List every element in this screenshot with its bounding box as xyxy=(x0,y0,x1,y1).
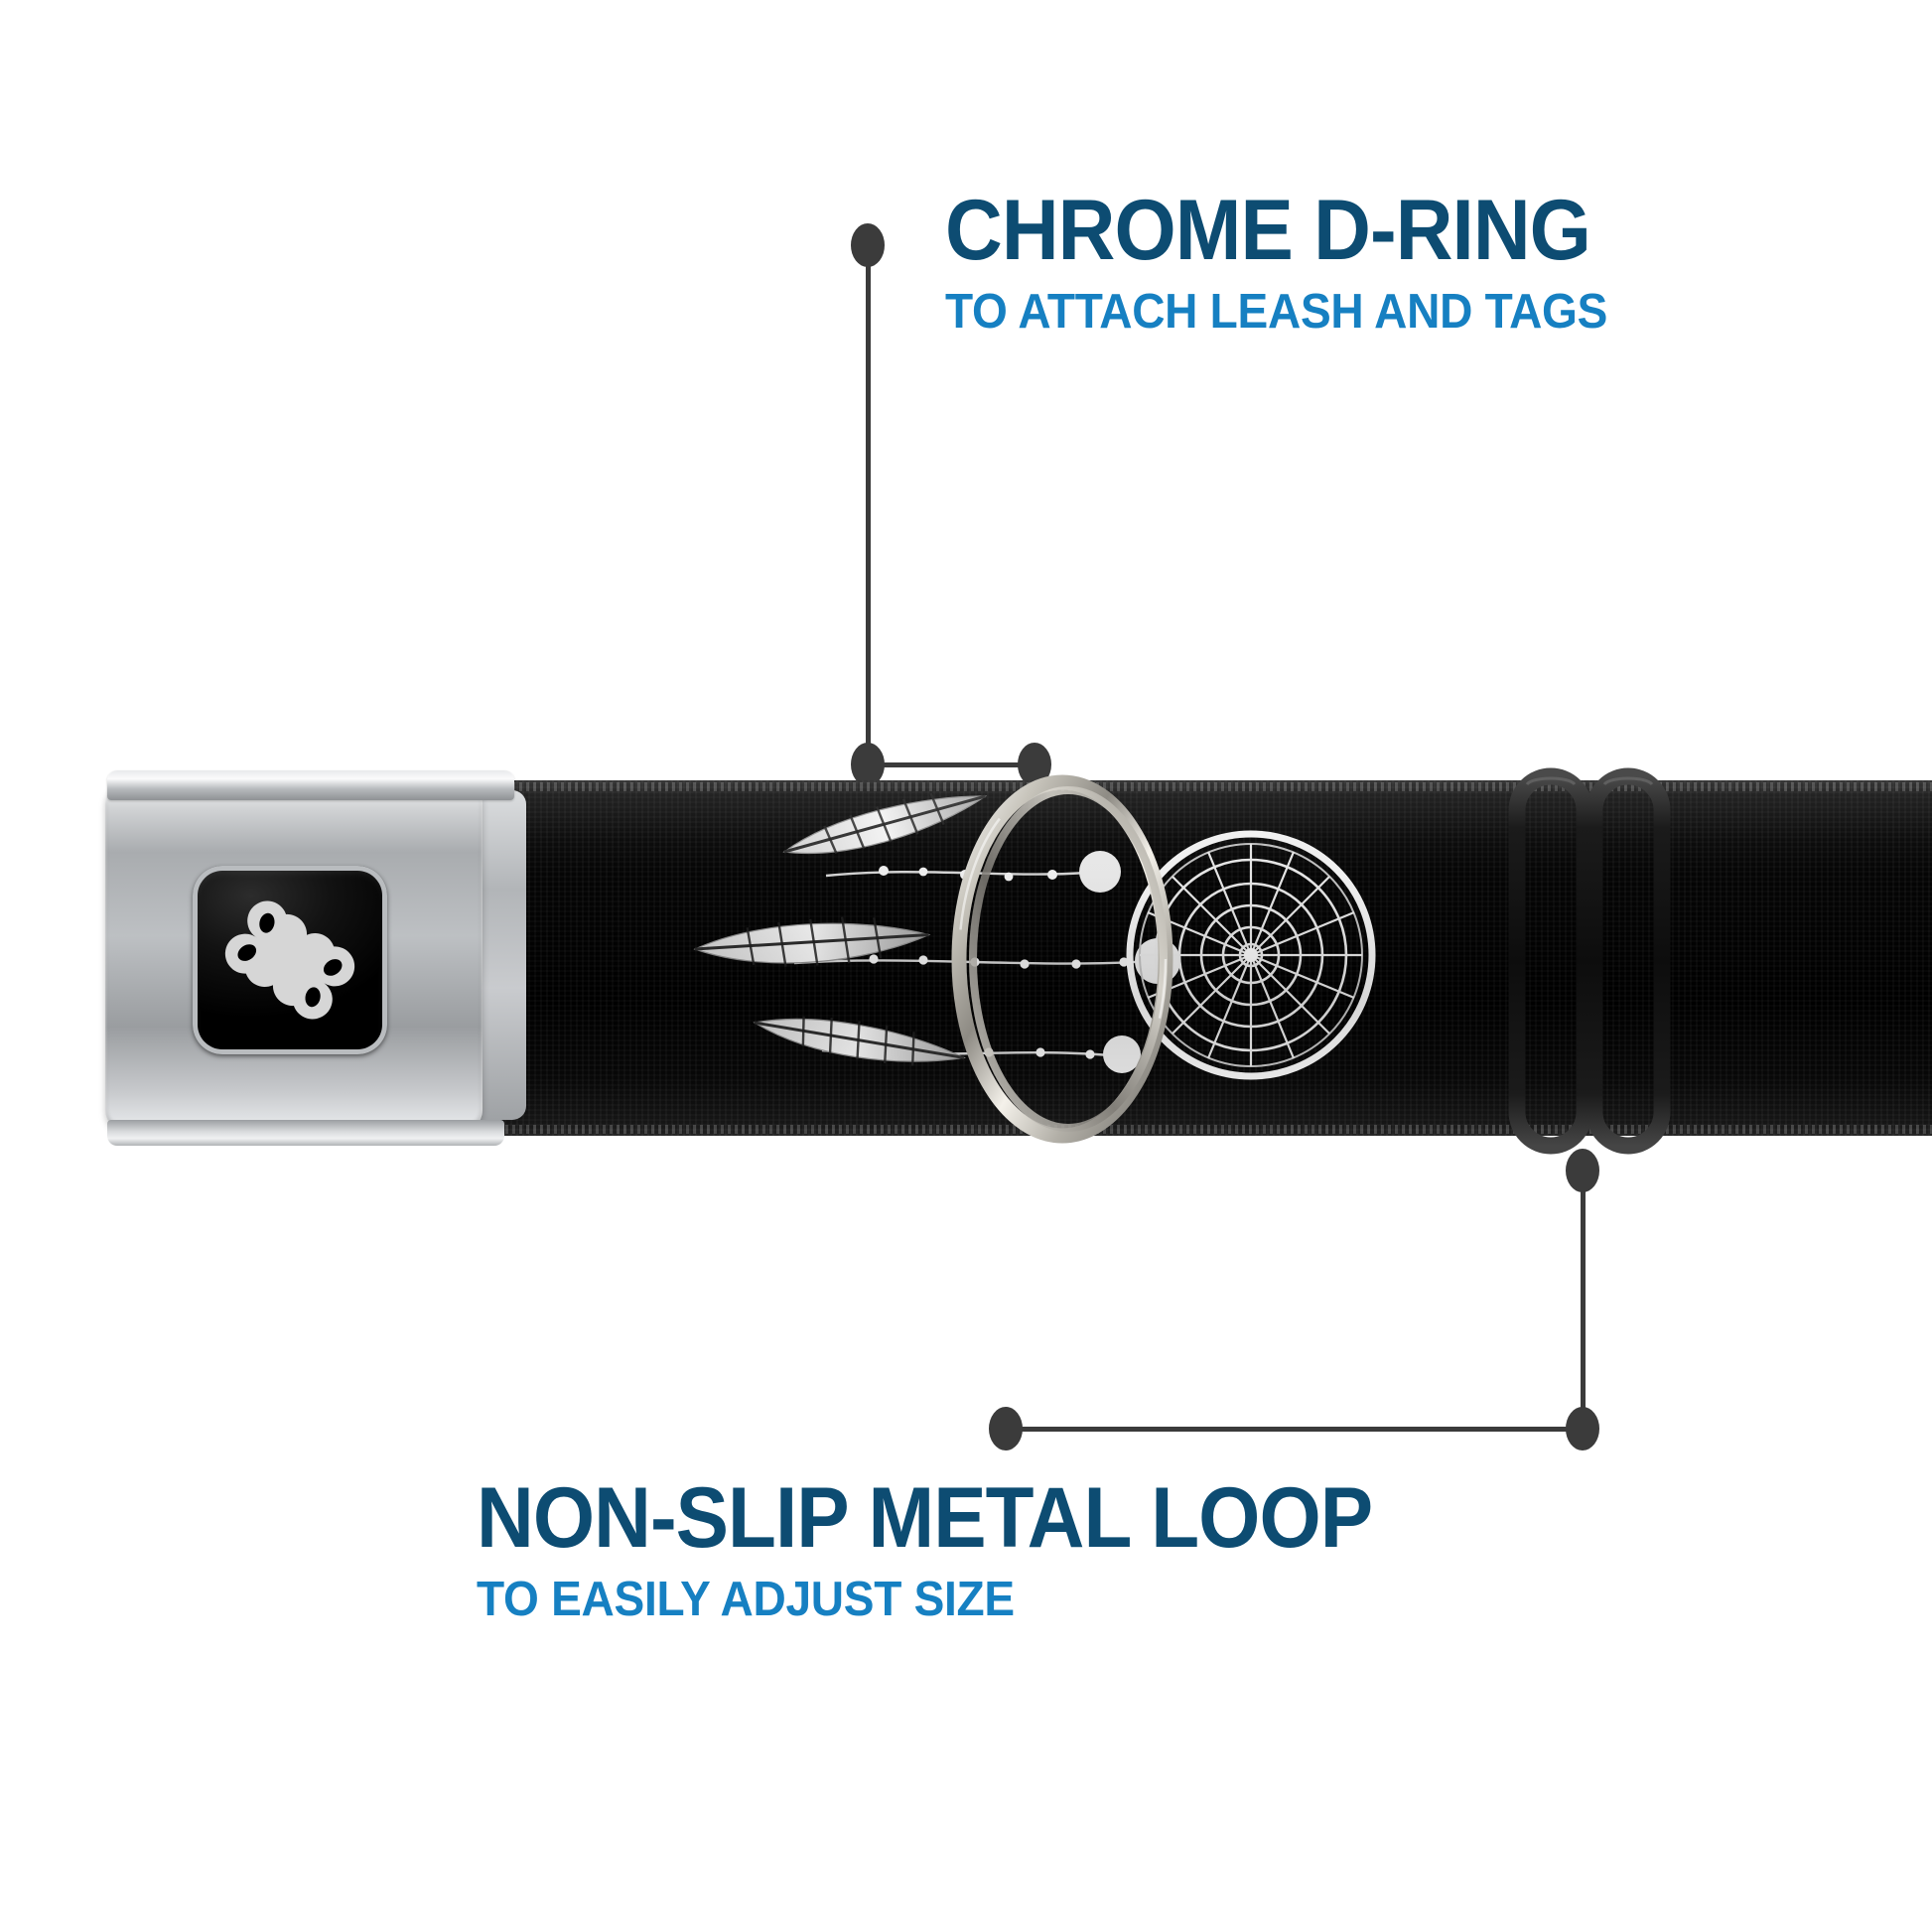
buckle-top-rail xyxy=(107,770,514,800)
callout-title-chrome-d-ring: CHROME D-RING xyxy=(945,183,1591,278)
d-ring-inner-band xyxy=(969,786,1168,1132)
callout-non-slip-metal-loop: NON-SLIP METAL LOOP TO EASILY ADJUST SIZ… xyxy=(477,1470,1440,1627)
d-ring-specular xyxy=(957,780,1168,1138)
callout-chrome-d-ring: CHROME D-RING TO ATTACH LEASH AND TAGS xyxy=(945,183,1650,340)
leader-line-horizontal-dring xyxy=(868,762,1036,767)
buckle-logo-plate xyxy=(193,866,387,1054)
non-slip-metal-loop[interactable] xyxy=(1507,762,1676,1160)
slider-left-bar xyxy=(1508,767,1593,1155)
collar-strap xyxy=(457,780,1932,1136)
strap-weave-texture xyxy=(457,780,1932,1136)
strap-artwork-dreamcatcher xyxy=(693,792,1376,1080)
buckle-bottom-rail xyxy=(107,1120,504,1146)
strap-highlight xyxy=(457,780,1932,1136)
slider-right-bar xyxy=(1586,767,1671,1155)
leader-line-horizontal-loop xyxy=(1005,1427,1581,1432)
leader-dot-title-loop xyxy=(989,1407,1023,1450)
seatbelt-buckle[interactable] xyxy=(97,755,526,1152)
slider-right-highlight xyxy=(1602,776,1654,786)
leader-line-vertical-loop xyxy=(1581,1167,1586,1420)
leader-dot-target-loop xyxy=(1566,1149,1599,1192)
slider-left-highlight xyxy=(1525,776,1577,786)
callout-title-non-slip-metal-loop: NON-SLIP METAL LOOP xyxy=(477,1470,1373,1566)
leader-line-vertical-dring xyxy=(866,256,871,764)
chrome-d-ring[interactable] xyxy=(943,764,1191,1162)
dog-bone-icon xyxy=(224,900,355,1020)
callout-subtitle-non-slip-metal-loop: TO EASILY ADJUST SIZE xyxy=(477,1573,1015,1627)
callout-subtitle-chrome-d-ring: TO ATTACH LEASH AND TAGS xyxy=(945,285,1608,340)
